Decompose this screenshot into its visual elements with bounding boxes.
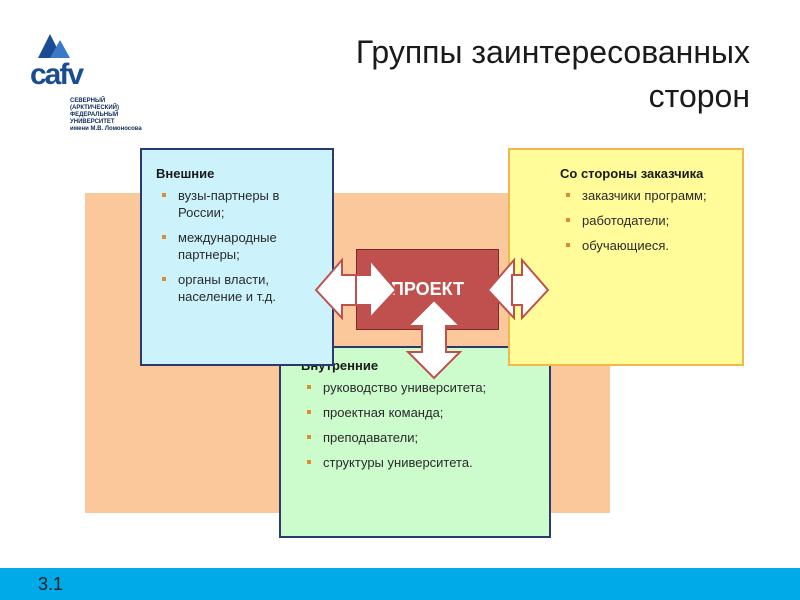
customer-heading: Со стороны заказчика [560, 166, 704, 181]
list-item: преподаватели; [301, 429, 541, 446]
logo-line: (АРКТИЧЕСКИЙ) [70, 105, 119, 111]
list-item: вузы-партнеры в России; [156, 187, 326, 221]
title-line-2: сторон [648, 78, 750, 114]
slide-number: 3.1 [38, 574, 64, 594]
list-item: структуры университета. [301, 454, 541, 471]
list-item: проектная команда; [301, 404, 541, 421]
project-box: ПРОЕКТ [356, 249, 499, 330]
external-stakeholders-box: Внешние вузы-партнеры в России; междунар… [140, 148, 334, 366]
list-item: заказчики программ; [560, 187, 740, 204]
project-label: ПРОЕКТ [390, 279, 465, 299]
logo-emblem-icon [38, 34, 70, 58]
list-item: работодатели; [560, 212, 740, 229]
customer-stakeholders-box: Со стороны заказчика заказчики программ;… [508, 148, 744, 366]
footer-bar: 3.1 [0, 568, 800, 600]
list-item: международные партнеры; [156, 229, 326, 263]
list-item: органы власти, население и т.д. [156, 271, 326, 305]
external-heading: Внешние [156, 166, 215, 181]
list-item: обучающиеся. [560, 237, 740, 254]
logo-wordmark: cafv [30, 58, 84, 91]
internal-stakeholders-box: Внутренние руководство университета; про… [279, 346, 551, 538]
list-item: руководство университета; [301, 379, 541, 396]
logo-line: УНИВЕРСИТЕТ [70, 119, 115, 125]
university-logo: cafv СЕВЕРНЫЙ (АРКТИЧЕСКИЙ) ФЕДЕРАЛЬНЫЙ … [30, 30, 142, 150]
page-title: Группы заинтересованных сторон [250, 30, 750, 118]
logo-line: ФЕДЕРАЛЬНЫЙ [70, 112, 119, 118]
title-line-1: Группы заинтересованных [355, 34, 750, 70]
logo-text-lines: СЕВЕРНЫЙ (АРКТИЧЕСКИЙ) ФЕДЕРАЛЬНЫЙ УНИВЕ… [70, 98, 142, 133]
external-list: вузы-партнеры в России; международные па… [156, 187, 326, 305]
customer-list: заказчики программ; работодатели; обучаю… [560, 187, 740, 254]
internal-heading: Внутренние [301, 358, 379, 373]
logo-line: имени М.В. Ломоносова [70, 126, 142, 132]
internal-list: руководство университета; проектная кома… [301, 379, 541, 471]
logo-line: СЕВЕРНЫЙ [70, 98, 106, 104]
